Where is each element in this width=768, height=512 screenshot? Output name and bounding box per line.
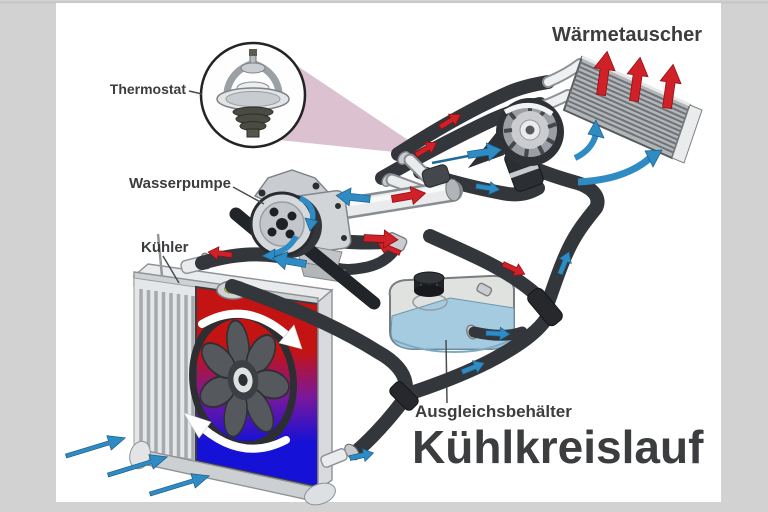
- drive-belt-lower: [296, 238, 381, 310]
- blower-fan: [468, 98, 564, 192]
- heat-exchanger-end-tank: [671, 104, 703, 164]
- fan-rotation-arrows: [183, 309, 303, 453]
- heat-exchanger-label: Wärmetauscher: [552, 24, 702, 46]
- radiator-pointer-line: [162, 255, 180, 284]
- fan-blades: [199, 319, 290, 438]
- water-pump: [229, 169, 381, 310]
- junction-to-elbow-hose: [407, 307, 556, 399]
- thermostat-housing: [421, 164, 451, 188]
- magnifier-cone: [279, 65, 432, 156]
- thermostat-pin: [249, 49, 257, 56]
- thermostat-flange-inner: [225, 91, 281, 107]
- warm-air-arc-1: [573, 133, 599, 161]
- heater-feed-hose-upper: [391, 75, 555, 161]
- water-pump-label: Wasserpumpe: [129, 175, 231, 192]
- thermostat-inset: [199, 41, 307, 149]
- expansion-tank-label: Ausgleichsbehälter: [415, 402, 572, 421]
- blower-scroll: [468, 128, 504, 168]
- radiator-bottom-end-cap: [304, 482, 336, 506]
- diagram-title: Kühlkreislauf: [412, 421, 704, 473]
- radiator-bleed-rod: [156, 233, 164, 277]
- blower-air-arrows: [431, 119, 663, 186]
- blower-highlight: [503, 103, 554, 117]
- top-border-line: [0, 1, 768, 4]
- radiator-label: Kühler: [141, 239, 189, 256]
- pump-pulley: [249, 191, 322, 258]
- fan-hub-center: [238, 374, 248, 386]
- tank-ridge: [393, 339, 511, 353]
- thermostat-spring: [232, 106, 274, 138]
- tube-end-cap: [445, 178, 461, 202]
- radiator-right-pillar: [317, 288, 333, 492]
- water-pump-pointer-line: [232, 186, 265, 205]
- thermostat-pointer-line: [188, 90, 203, 95]
- air-arrow-tail: [431, 154, 469, 165]
- hose-junction-sleeve: [527, 287, 563, 327]
- radiator-outlet-stub: [320, 448, 348, 468]
- tank-cap: [413, 271, 445, 297]
- warm-air-arc-2: [577, 155, 653, 186]
- tank-top-port: [476, 282, 493, 297]
- radiator-top-sweep-hose: [225, 279, 413, 395]
- thermostat-label: Thermostat: [110, 81, 187, 97]
- thermostat-top-plate: [240, 62, 266, 74]
- blower-outlet-band: [509, 163, 539, 179]
- hose-elbow-sleeve: [389, 381, 419, 411]
- lower-radiator-hose: [351, 395, 409, 457]
- blower-hub-center: [525, 125, 535, 135]
- expansion-tank-pointer-line: [445, 339, 448, 404]
- heat-exchanger: [534, 55, 703, 164]
